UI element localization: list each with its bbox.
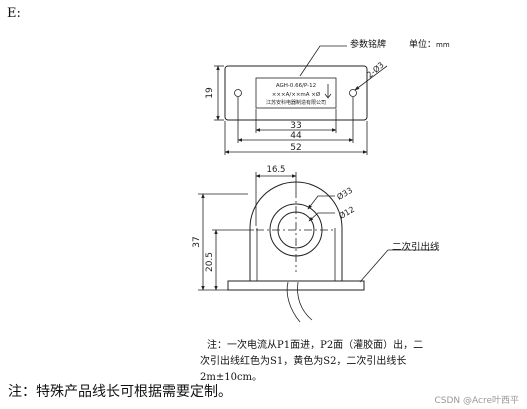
dia-inner-leader [308, 212, 335, 222]
top-view-body [224, 65, 368, 121]
plate-line-2: ×××A/××mA ×Ø [272, 91, 321, 98]
unit-value: mm [436, 41, 450, 49]
dim-16-5-label: 16.5 [267, 165, 286, 175]
mounting-hole-left [234, 89, 242, 97]
dim-height-label: 19 [205, 87, 215, 99]
unit-label-text: 单位： [409, 40, 437, 50]
nameplate-label: 参数铭牌 [350, 40, 387, 50]
front-view-base [227, 280, 365, 291]
unit-label: 单位：mm [409, 37, 450, 50]
lead-label-leader [359, 249, 436, 283]
dim-44-label: 44 [290, 131, 302, 141]
plate-line-3: 江苏安科电器制造有限公司 [266, 99, 326, 106]
hole-callout-leader [354, 65, 388, 91]
lead-label: 二次引出线 [392, 242, 440, 253]
dia-outer-label: Ø33 [335, 185, 354, 202]
dia-inner-label: Ø12 [337, 204, 356, 221]
dim-52-label: 52 [290, 143, 301, 153]
footer-note: 注：特殊产品线长可根据需要定制。 [8, 384, 232, 400]
note-line-1: 注：一次电流从P1面进，P2面（灌胶面）出，二 [207, 340, 424, 351]
section-label: E: [7, 6, 21, 21]
down-arrow-icon [324, 84, 332, 99]
dim-20-5-label: 20.5 [205, 252, 215, 272]
nameplate-leader [299, 45, 347, 77]
note-line-2: 次引出线红色为S1，黄色为S2，二次引出线长 [200, 356, 407, 367]
dia-outer-leader [307, 195, 335, 210]
lead-wire-1 [286, 281, 301, 323]
note-line-3: 2m±10cm。 [200, 372, 263, 383]
nameplate-box [255, 77, 337, 109]
mounting-hole-right [349, 89, 357, 97]
dim-33-label: 33 [290, 121, 301, 131]
plate-line-1: AGH-0.66/P-12 [276, 83, 316, 89]
hole-callout-label: 2-Ø3 [364, 60, 385, 80]
dim-37-label: 37 [192, 236, 202, 247]
lead-wire-2 [297, 281, 313, 321]
watermark: CSDN @Acre叶西平 [434, 396, 519, 406]
